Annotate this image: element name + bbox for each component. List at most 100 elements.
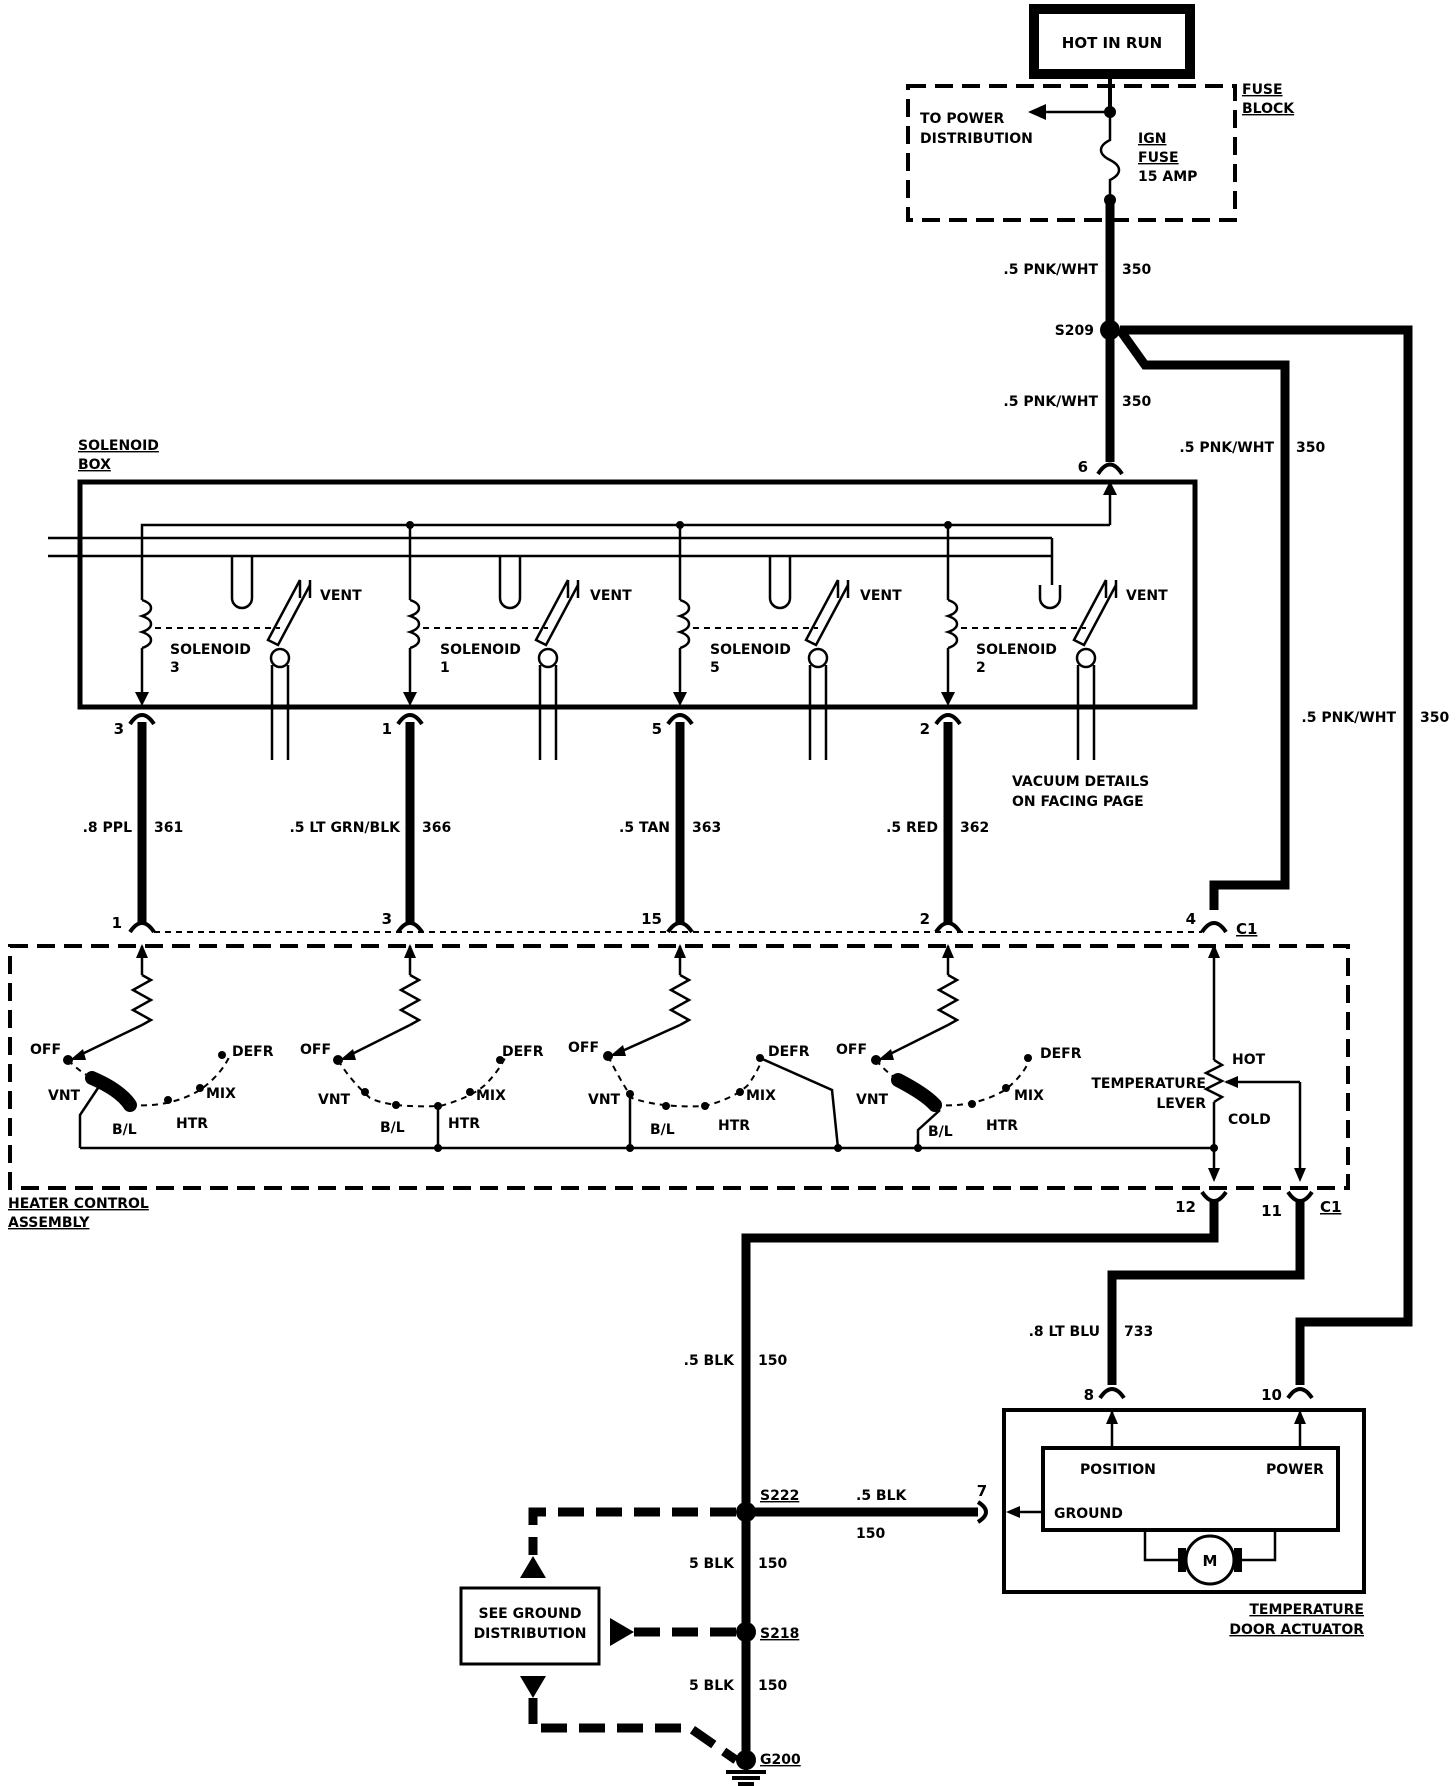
fuse-block [906,84,1237,222]
svg-text:3: 3 [170,660,180,676]
svg-text:VENT: VENT [1126,588,1168,604]
svg-text:3: 3 [114,720,124,738]
svg-text:2: 2 [976,660,986,676]
svg-text:OFF: OFF [30,1042,61,1058]
hot-in-run-label: HOT IN RUN [1062,34,1162,52]
heater-control-assembly [8,944,1350,1190]
svg-text:1: 1 [382,720,392,738]
svg-text:DISTRIBUTION: DISTRIBUTION [920,131,1033,147]
svg-text:DEFR: DEFR [768,1044,810,1060]
svg-text:B/L: B/L [928,1124,953,1140]
svg-text:10: 10 [1261,1386,1282,1404]
svg-text:DEFR: DEFR [502,1044,544,1060]
to-power-distribution: TO POWER [920,111,1004,127]
svg-text:HTR: HTR [986,1118,1018,1134]
resistor-icon [668,973,692,1027]
wire-366: 1 .5 LT GRN/BLK 366 [289,713,451,934]
svg-text:350: 350 [1122,394,1151,410]
svg-text:150: 150 [758,1678,787,1694]
actuator-label: TEMPERATURE [1249,1602,1364,1618]
svg-text:SOLENOID: SOLENOID [170,642,251,658]
svg-text:M: M [1203,1552,1218,1570]
svg-text:VENT: VENT [860,588,902,604]
svg-text:MIX: MIX [1014,1088,1044,1104]
solenoid-5: VENT SOLENOID 5 [673,556,902,760]
svg-text:POSITION: POSITION [1080,1462,1156,1478]
svg-text:.5 BLK: .5 BLK [684,1353,736,1369]
svg-text:350: 350 [1122,262,1151,278]
vacuum-details-note: VACUUM DETAILS [1012,774,1149,790]
fuse-icon [1099,112,1121,200]
svg-text:ON FACING PAGE: ON FACING PAGE [1012,794,1144,810]
actuator-module [1041,1446,1340,1532]
svg-text:.5 LT GRN/BLK: .5 LT GRN/BLK [289,820,401,836]
svg-text:361: 361 [154,820,183,836]
svg-text:GROUND: GROUND [1054,1506,1123,1522]
svg-text:OFF: OFF [836,1042,867,1058]
svg-text:350: 350 [1420,710,1449,726]
mode-switch-4: OFF VNT B/L HTR MIX DEFR [836,944,1082,1148]
svg-text:150: 150 [856,1526,885,1542]
svg-text:VNT: VNT [856,1092,889,1108]
resistor-icon [398,973,422,1027]
solenoid-3: VENT SOLENOID 3 [135,556,362,760]
svg-text:366: 366 [422,820,451,836]
vent-valve-icon [534,579,580,647]
svg-text:5: 5 [652,720,662,738]
svg-text:150: 150 [758,1556,787,1572]
svg-text:MIX: MIX [206,1086,236,1102]
motor-icon [1184,1534,1236,1586]
svg-text:.5 PNK/WHT: .5 PNK/WHT [1003,262,1098,278]
temperature-lever: HOT COLD TEMPERATURE LEVER [1091,944,1306,1182]
svg-text:B/L: B/L [650,1122,675,1138]
svg-text:15: 15 [641,910,662,928]
svg-text:3: 3 [382,910,392,928]
mode-switch-3: OFF VNT B/L HTR MIX DEFR [568,944,840,1149]
ground-distribution-box [459,1586,601,1666]
vacuum-port-icon [230,556,254,610]
svg-text:COLD: COLD [1228,1112,1271,1128]
triangle-right-icon [610,1618,634,1646]
svg-text:VNT: VNT [48,1088,81,1104]
vacuum-port-icon [498,556,522,610]
mode-switch-2: OFF VNT B/L HTR MIX DEFR [300,944,544,1148]
svg-text:7: 7 [977,1482,987,1500]
solenoid-box [77,479,1198,710]
svg-text:VENT: VENT [590,588,632,604]
coil-icon [138,598,153,650]
svg-text:VENT: VENT [320,588,362,604]
vacuum-port-icon [768,556,792,610]
svg-text:1: 1 [112,914,122,932]
svg-text:S222: S222 [760,1488,799,1504]
svg-text:S218: S218 [760,1626,799,1642]
wire-150-main [741,1200,1219,1512]
svg-text:.5 TAN: .5 TAN [619,820,670,836]
wire-733 [1107,1200,1305,1385]
svg-text:4: 4 [1186,910,1196,928]
mode-switch-1: OFF VNT B/L HTR MIX DEFR [30,944,274,1148]
svg-text:BOX: BOX [78,457,111,473]
coil-icon [676,598,691,650]
svg-text:SOLENOID: SOLENOID [710,642,791,658]
svg-text:MIX: MIX [476,1088,506,1104]
svg-text:350: 350 [1296,440,1325,456]
vent-valve-icon [1072,579,1118,647]
svg-text:150: 150 [758,1353,787,1369]
svg-text:.5 RED: .5 RED [886,820,938,836]
svg-text:SOLENOID: SOLENOID [976,642,1057,658]
resistor-icon [936,973,960,1027]
wire-361: 3 .8 PPL 361 [83,713,183,934]
svg-text:.5 PNK/WHT: .5 PNK/WHT [1179,440,1274,456]
ign-fuse-label: IGN [1138,131,1166,147]
svg-text:HTR: HTR [176,1116,208,1132]
coil-icon [944,598,959,650]
svg-text:2: 2 [920,720,930,738]
solenoid-box-label: SOLENOID [78,438,159,454]
svg-text:11: 11 [1261,1202,1282,1220]
svg-text:S209: S209 [1055,323,1094,339]
svg-text:HTR: HTR [448,1116,480,1132]
svg-text:363: 363 [692,820,721,836]
svg-text:733: 733 [1124,1324,1153,1340]
svg-text:12: 12 [1175,1198,1196,1216]
